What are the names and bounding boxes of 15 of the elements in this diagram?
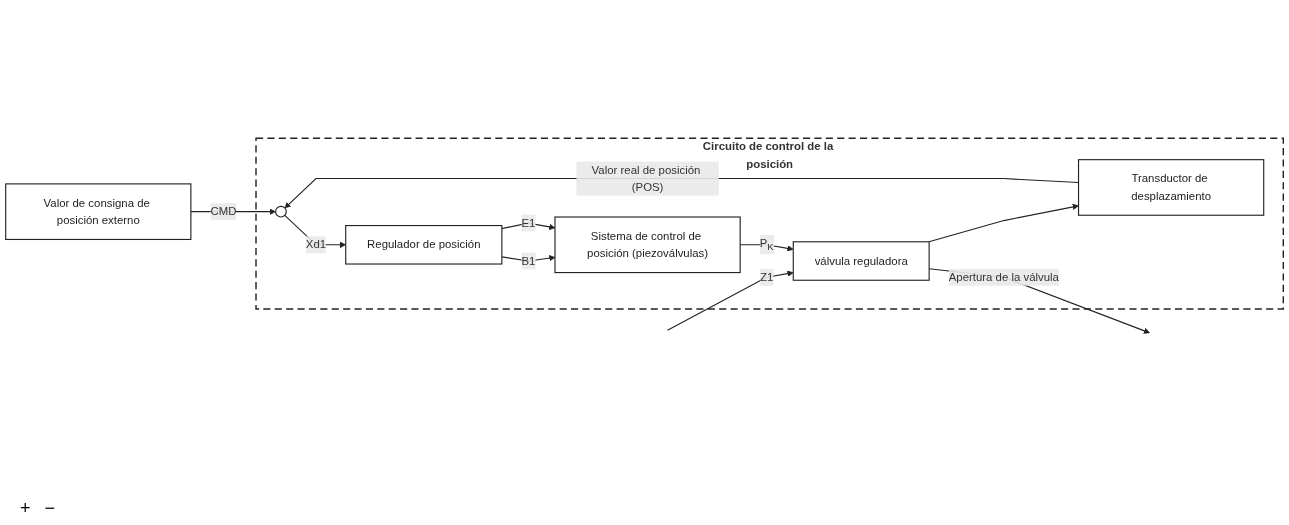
edge-label: P$_{K}$ <box>759 235 774 255</box>
block-box: Regulador de posición <box>345 225 503 265</box>
block-box: Transductor de desplazamiento <box>1077 159 1265 216</box>
edge-label: Z1 <box>760 270 774 283</box>
edge-label: Valor real de posición (POS) <box>591 163 701 193</box>
summing-junction <box>275 205 287 218</box>
block-box: Valor de consigna de posición externo <box>5 183 192 240</box>
sign-label: − <box>44 498 56 519</box>
block-box: Sistema de control de posición (piezoválvulas) <box>554 216 741 274</box>
arrow <box>666 270 794 331</box>
block-box: válvula reguladora <box>792 241 930 281</box>
arrow <box>928 203 1079 243</box>
sign-label: + <box>20 498 31 519</box>
edge-label: Apertura de la válvula <box>948 270 1059 283</box>
edge-label: E1 <box>521 214 536 232</box>
